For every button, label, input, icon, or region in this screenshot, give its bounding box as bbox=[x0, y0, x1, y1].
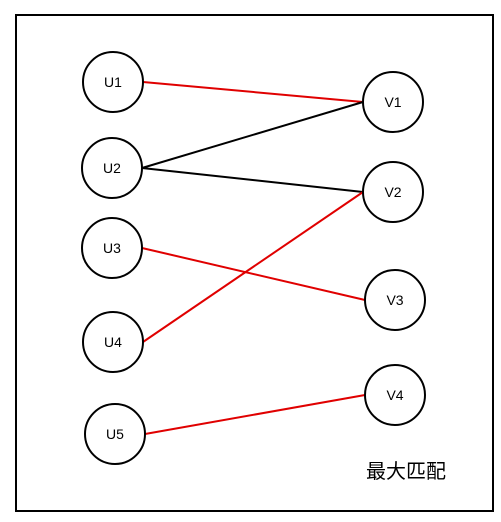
node-label-v4: V4 bbox=[386, 387, 403, 403]
node-label-u5: U5 bbox=[106, 426, 124, 442]
node-circle-v4 bbox=[364, 364, 426, 426]
node-v4: V4 bbox=[364, 364, 426, 426]
edge-u3-v3 bbox=[141, 247, 366, 301]
edge-u5-v4 bbox=[144, 394, 366, 435]
node-label-u1: U1 bbox=[104, 74, 122, 90]
node-label-v1: V1 bbox=[384, 94, 401, 110]
node-u2: U2 bbox=[81, 137, 143, 199]
node-circle-u4 bbox=[82, 311, 144, 373]
node-circle-u3 bbox=[81, 217, 143, 279]
node-label-u4: U4 bbox=[104, 334, 122, 350]
node-circle-u5 bbox=[84, 403, 146, 465]
diagram-frame bbox=[15, 14, 494, 512]
edge-u4-v2 bbox=[142, 191, 364, 343]
edge-u2-v1 bbox=[141, 101, 364, 169]
diagram-caption: 最大匹配 bbox=[366, 459, 446, 483]
node-circle-v1 bbox=[362, 71, 424, 133]
node-v1: V1 bbox=[362, 71, 424, 133]
node-label-v3: V3 bbox=[386, 292, 403, 308]
node-label-u3: U3 bbox=[103, 240, 121, 256]
node-v3: V3 bbox=[364, 269, 426, 331]
node-u3: U3 bbox=[81, 217, 143, 279]
node-circle-v2 bbox=[362, 161, 424, 223]
node-label-v2: V2 bbox=[384, 184, 401, 200]
node-v2: V2 bbox=[362, 161, 424, 223]
edges-layer bbox=[141, 81, 366, 435]
node-circle-v3 bbox=[364, 269, 426, 331]
node-u1: U1 bbox=[82, 51, 144, 113]
node-u5: U5 bbox=[84, 403, 146, 465]
node-label-u2: U2 bbox=[103, 160, 121, 176]
node-circle-u1 bbox=[82, 51, 144, 113]
node-circle-u2 bbox=[81, 137, 143, 199]
edge-u1-v1 bbox=[142, 81, 364, 103]
edge-u2-v2 bbox=[141, 167, 364, 193]
node-u4: U4 bbox=[82, 311, 144, 373]
